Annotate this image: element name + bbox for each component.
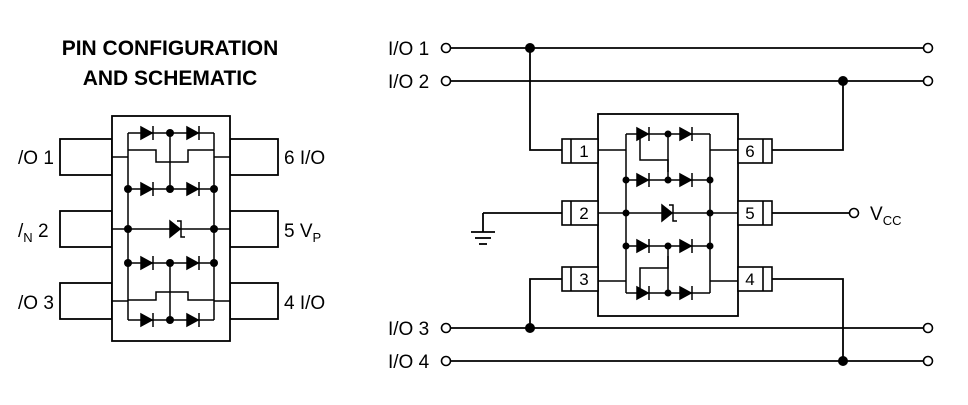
- package-label-right-4: 4 I/O: [284, 293, 325, 314]
- package-label-right-6: 6 I/O: [284, 148, 325, 169]
- package-diagram: [59, 115, 279, 342]
- schematic-diodes: [636, 126, 693, 301]
- package-pin-right-4: [229, 282, 279, 320]
- wire-io3-pin3: [529, 278, 562, 328]
- package-pin-left-3: [59, 282, 113, 320]
- pin-number-4: 4: [745, 270, 754, 289]
- package-junctions: [124, 129, 218, 324]
- schematic-terminals: [440, 42, 934, 367]
- schematic-diagram: [440, 42, 934, 367]
- wire-io1-pin1: [529, 48, 562, 151]
- ground-icon: [471, 231, 495, 245]
- io-label-4: I/O 4: [388, 352, 430, 373]
- wire-io2-pin6: [772, 81, 844, 151]
- vcc-label: VCC: [870, 204, 901, 228]
- io-label-3: I/O 3: [388, 319, 429, 340]
- schematic-junctions: [525, 43, 848, 366]
- package-label-left-2: /N 2: [18, 221, 49, 245]
- package-pin-left-1: [59, 138, 113, 176]
- pin-number-3: 3: [579, 270, 588, 289]
- pin-number-2: 2: [579, 204, 588, 223]
- schematic-pins: [561, 138, 773, 292]
- pin-number-6: 6: [745, 142, 754, 161]
- io-label-2: I/O 2: [388, 72, 429, 93]
- title-line-1: PIN CONFIGURATION: [62, 37, 279, 60]
- package-diodes: [140, 125, 200, 328]
- package-label-left-3: /O 3: [18, 293, 54, 314]
- wire-io4-pin4: [772, 278, 844, 361]
- package-pin-right-5: [229, 210, 279, 248]
- package-pin-left-2: [59, 210, 113, 248]
- title-line-2: AND SCHEMATIC: [83, 67, 258, 90]
- package-label-left-1: /O 1: [18, 148, 54, 169]
- pin-number-5: 5: [745, 204, 754, 223]
- package-pin-right-6: [229, 138, 279, 176]
- package-label-right-5: 5 VP: [284, 221, 321, 245]
- io-label-1: I/O 1: [388, 39, 429, 60]
- pin-number-1: 1: [579, 142, 588, 161]
